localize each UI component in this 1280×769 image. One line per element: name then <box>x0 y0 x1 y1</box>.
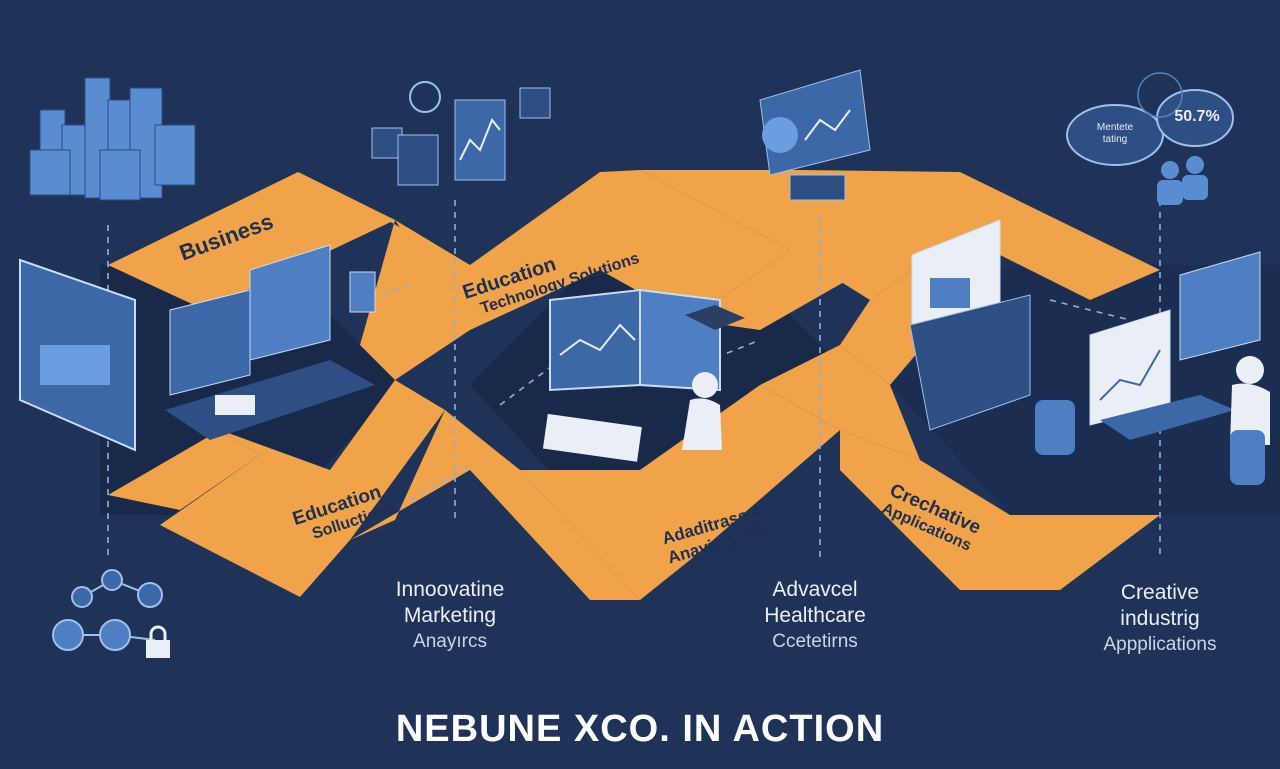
bottom-label-marketing-line3: Anayırcs <box>413 630 487 652</box>
chat-bubble-icon <box>1066 72 1234 166</box>
bottom-label-healthcare-line1: Advavcel <box>772 578 858 601</box>
footer-title: NEBUNE XCO. IN ACTION <box>395 708 885 750</box>
bottom-label-creative: Creative industrig Appplications <box>1070 580 1250 656</box>
chat-bubble-line1: Mentete <box>1096 122 1134 133</box>
bottom-label-creative-line2: industrig <box>1120 607 1200 631</box>
chat-bubble-stat: 50.7% <box>1174 108 1220 125</box>
network-nodes-icon <box>52 569 163 651</box>
bottom-label-creative-line1: Creative <box>1120 581 1200 604</box>
creative-workstation <box>909 219 1270 485</box>
chat-bubble-line2: tating <box>1102 134 1128 145</box>
lock-icon <box>146 625 170 658</box>
bottom-label-marketing-line2: Marketing <box>403 604 497 628</box>
bottom-label-healthcare: Advavcel Healthcare Ccetetirns <box>725 577 905 653</box>
city-buildings-icon <box>29 77 196 201</box>
analytics-screens-icon <box>371 81 551 186</box>
bottom-label-healthcare-line2: Healthcare <box>764 604 866 628</box>
bottom-label-marketing: Innoovatine Marketing Anayırcs <box>360 577 540 653</box>
people-icon <box>1157 156 1208 205</box>
bottom-label-marketing-line1: Innoovatine <box>395 578 505 601</box>
bottom-label-creative-line3: Appplications <box>1103 633 1217 655</box>
person-workstation-icon <box>542 288 745 462</box>
chat-bubble-text: Mentete tating <box>1080 122 1150 146</box>
dashboard-monitor-icon <box>759 69 871 201</box>
bottom-label-healthcare-line3: Ccetetirns <box>772 630 858 652</box>
business-workstation <box>19 244 376 452</box>
